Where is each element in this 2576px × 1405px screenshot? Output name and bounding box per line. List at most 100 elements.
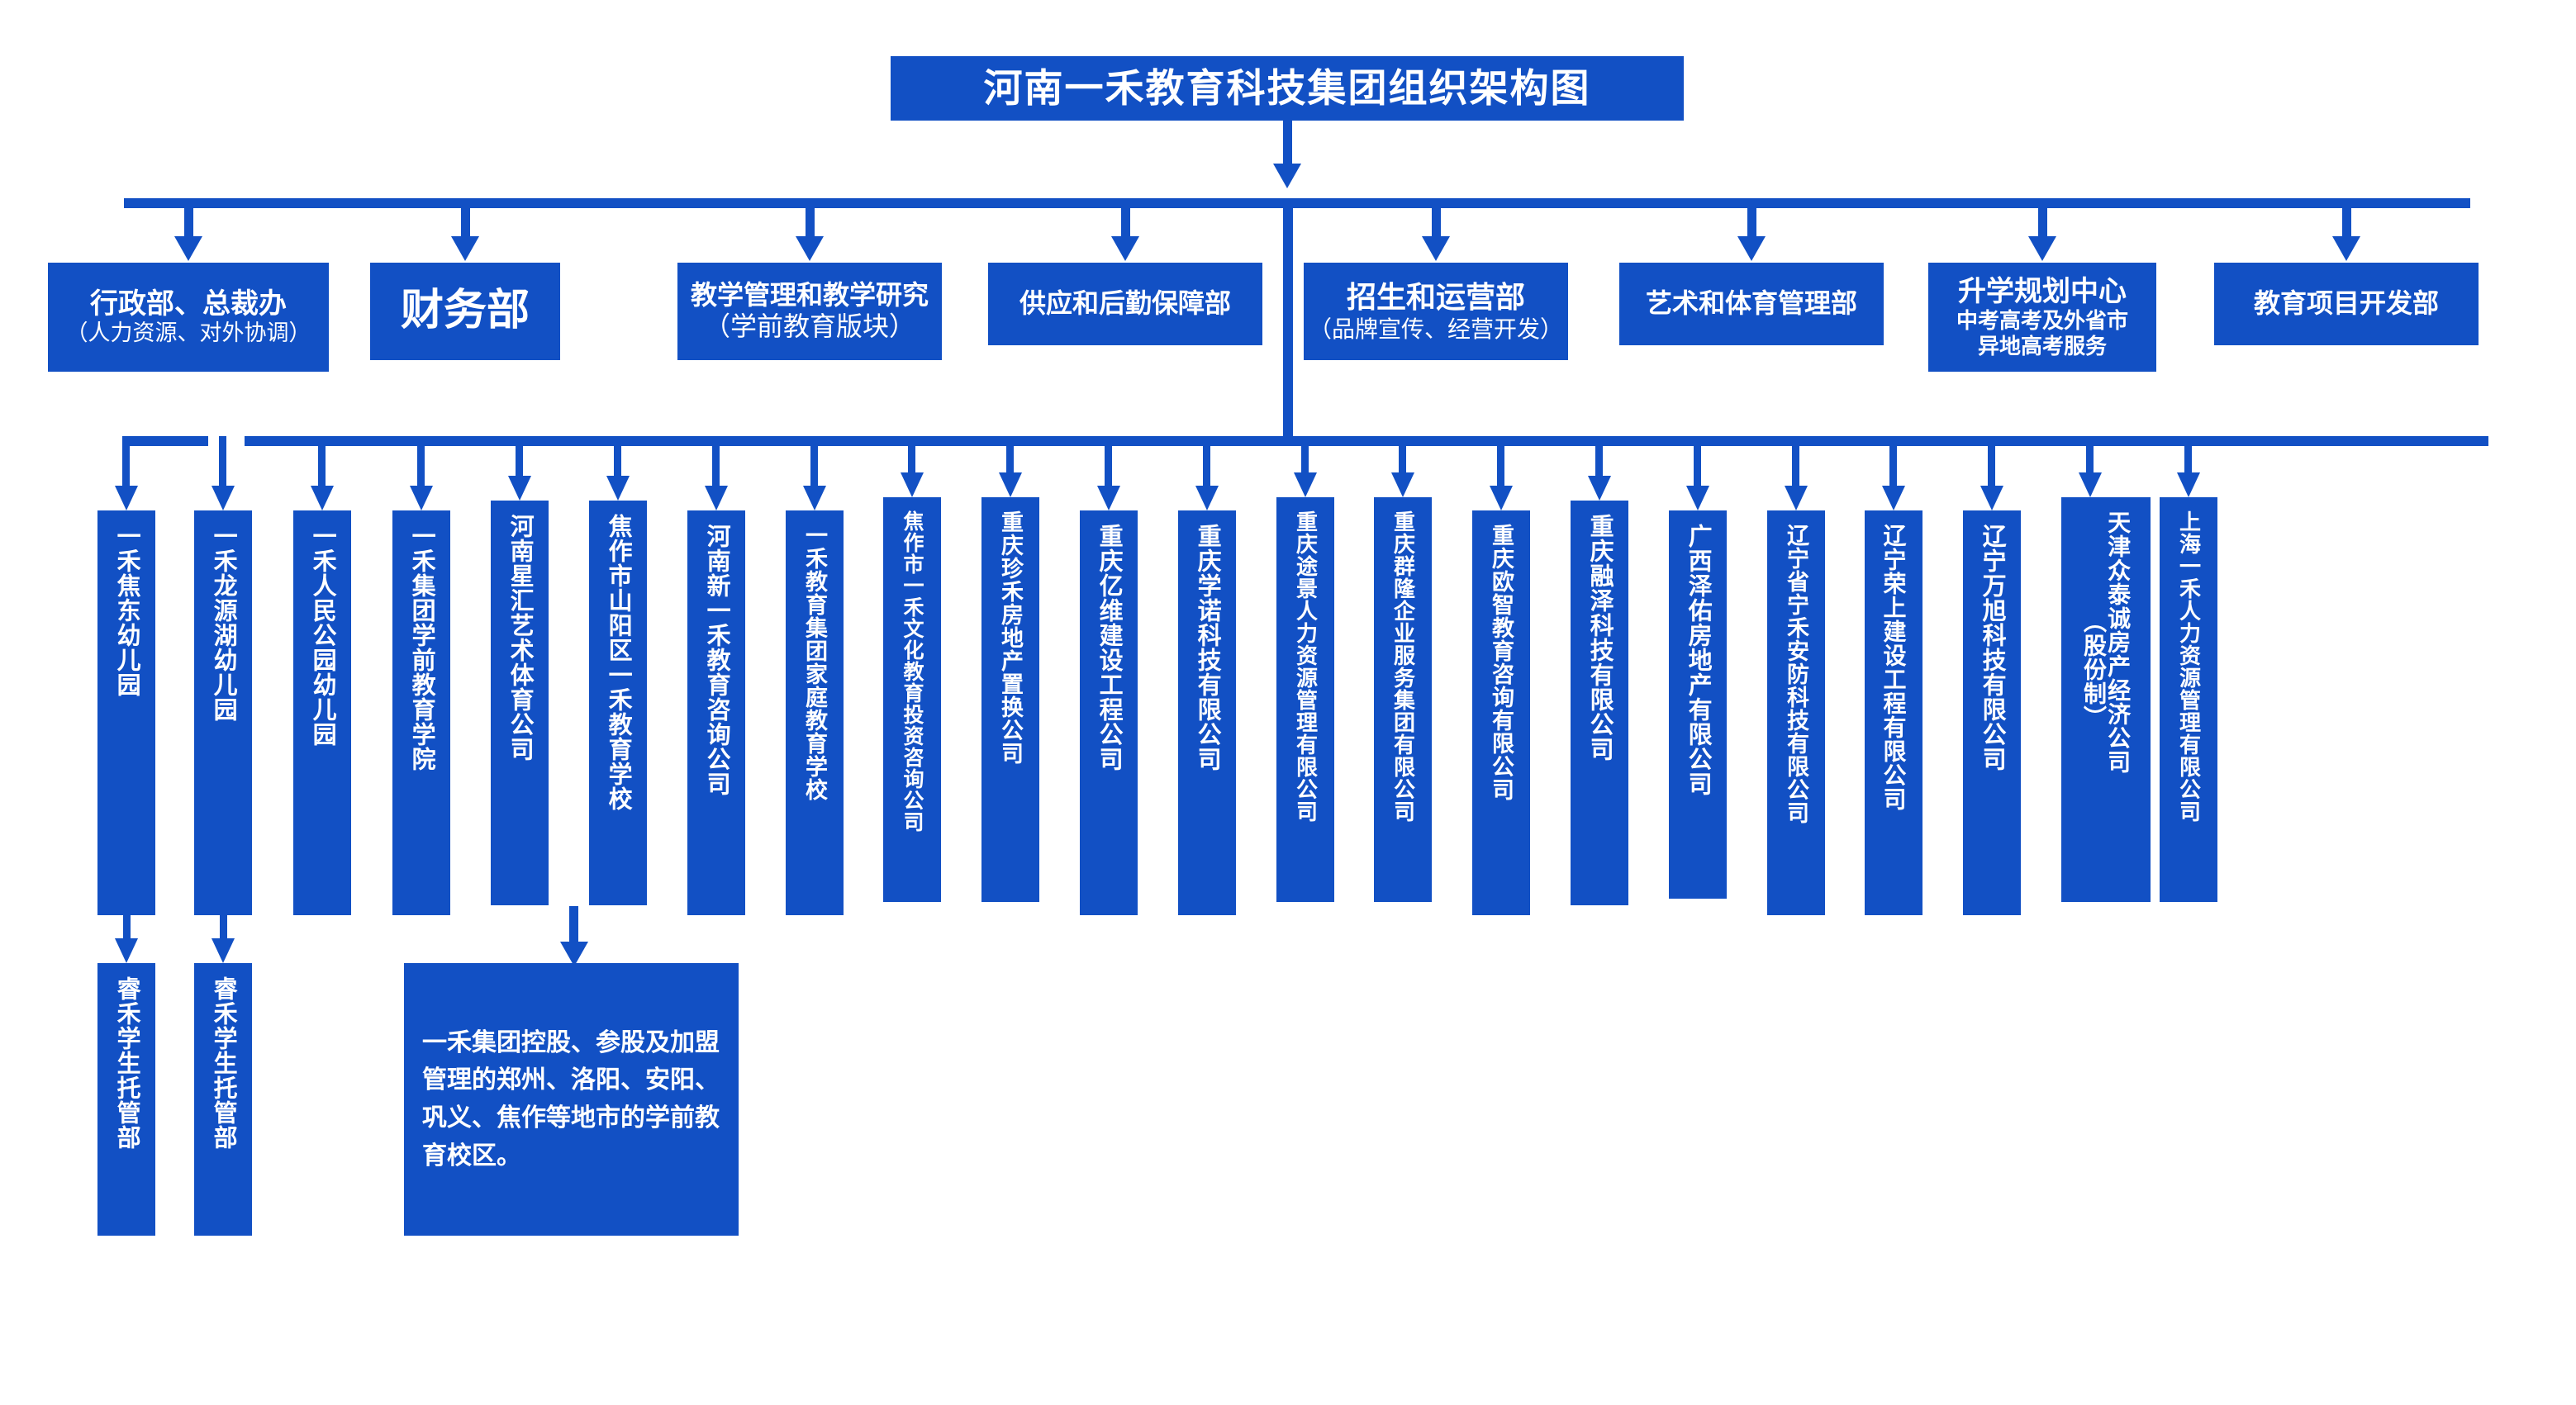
- subsidiary-box-13[interactable]: 重庆途景人力资源管理有限公司: [1276, 497, 1334, 902]
- subsidiary-arrowhead: [2177, 472, 2200, 497]
- main-spine: [1283, 198, 1293, 438]
- subsidiary-box-22[interactable]: 上海一禾人力资源管理有限公司: [2160, 497, 2217, 902]
- subsidiary-connector-stem: [1791, 436, 1799, 487]
- subsidiary-name: 重庆途景人力资源管理有限公司: [1293, 510, 1319, 823]
- subsidiary-box-21[interactable]: 天津众泰诚房产经济公司（股份制）: [2061, 497, 2151, 902]
- subsidiary-box-2[interactable]: 一禾龙源湖幼儿园: [194, 510, 252, 915]
- subsidiary-box-8[interactable]: 一禾教育集团家庭教育学校: [786, 510, 844, 915]
- department-name: 教育项目开发部: [2253, 288, 2439, 319]
- department-box-6[interactable]: 艺术和体育管理部: [1619, 263, 1884, 345]
- subsidiary-name: 河南星汇艺术体育公司: [506, 514, 534, 762]
- subsidiary-box-10[interactable]: 重庆珍禾房地产置换公司: [981, 497, 1039, 902]
- subsidiary-box-17[interactable]: 广西泽佑房地产有限公司: [1669, 510, 1727, 899]
- subsidiary-name-secondary: （股份制）: [2081, 610, 2107, 729]
- department-box-8[interactable]: 教育项目开发部: [2214, 263, 2479, 345]
- department-name: 招生和运营部: [1346, 280, 1525, 315]
- subsidiary-box-18[interactable]: 辽宁省宁禾安防科技有限公司: [1767, 510, 1825, 915]
- department-name: 供应和后勤保障部: [1019, 288, 1231, 319]
- subsidiary-name: 一禾人民公园幼儿园: [309, 524, 336, 747]
- subsidiary-arrowhead: [1294, 472, 1317, 497]
- department-connector-stem: [460, 198, 470, 238]
- subsidiary-connector-stem: [810, 436, 818, 487]
- subsidiary-name: 河南新一禾教育咨询公司: [703, 524, 730, 796]
- department-connector-stem: [2341, 198, 2351, 238]
- title-arrowhead: [1273, 164, 1301, 188]
- subsidiary-name: 重庆亿维建设工程公司: [1096, 524, 1123, 771]
- subsidiary-name: 天津众泰诚房产经济公司: [2105, 510, 2132, 774]
- department-box-7[interactable]: 升学规划中心中考高考及外省市 异地高考服务: [1928, 263, 2156, 372]
- note-box: 一禾集团控股、参股及加盟管理的郑州、洛阳、安阳、巩义、焦作等地市的学前教育校区。: [404, 963, 739, 1236]
- subsidiary-connector-stem: [1496, 436, 1504, 487]
- subsidiary-box-1[interactable]: 一禾焦东幼儿园: [97, 510, 155, 915]
- child-box-2[interactable]: 睿禾学生托管部: [194, 963, 252, 1236]
- subsidiary-name: 辽宁荣上建设工程有限公司: [1880, 524, 1907, 811]
- subsidiary-connector-stem: [907, 436, 915, 474]
- subsidiary-box-12[interactable]: 重庆学诺科技有限公司: [1178, 510, 1236, 915]
- child-arrowhead: [115, 938, 138, 963]
- subsidiary-arrowhead: [1882, 486, 1905, 510]
- subsidiary-arrowhead: [1980, 486, 2003, 510]
- subsidiary-connector-stem: [1693, 436, 1701, 487]
- subsidiary-connector-stem: [121, 436, 130, 487]
- subsidiary-name: 一禾龙源湖幼儿园: [210, 524, 237, 722]
- subsidiary-connector-stem: [2085, 436, 2094, 474]
- subsidiary-box-16[interactable]: 重庆融泽科技有限公司: [1571, 501, 1628, 905]
- subsidiary-box-19[interactable]: 辽宁荣上建设工程有限公司: [1865, 510, 1922, 915]
- subsidiary-connector-stem: [1202, 436, 1210, 487]
- department-name: 升学规划中心: [1958, 276, 2127, 308]
- subsidiary-connector-stem: [317, 436, 326, 487]
- subsidiary-box-15[interactable]: 重庆欧智教育咨询有限公司: [1472, 510, 1530, 915]
- subsidiary-name: 重庆群隆企业服务集团有限公司: [1390, 510, 1416, 823]
- department-arrowhead: [2028, 236, 2056, 261]
- subsidiary-name: 焦作市山阳区一禾教育学校: [605, 514, 632, 811]
- note-text: 一禾集团控股、参股及加盟管理的郑州、洛阳、安阳、巩义、焦作等地市的学前教育校区。: [422, 1028, 720, 1170]
- child-name: 睿禾学生托管部: [210, 976, 237, 1150]
- subsidiary-box-7[interactable]: 河南新一禾教育咨询公司: [687, 510, 745, 915]
- department-box-5[interactable]: 招生和运营部（品牌宣传、经营开发）: [1304, 263, 1568, 360]
- department-connector-stem: [1431, 198, 1441, 238]
- subsidiary-name: 辽宁省宁禾安防科技有限公司: [1784, 524, 1809, 824]
- subsidiary-name: 重庆融泽科技有限公司: [1586, 514, 1614, 762]
- child-box-1[interactable]: 睿禾学生托管部: [97, 963, 155, 1236]
- subsidiary-connector-stem: [1300, 436, 1309, 474]
- subsidiary-arrowhead: [1490, 486, 1513, 510]
- subsidiary-arrowhead: [1391, 472, 1414, 497]
- department-subtitle: 中考高考及外省市 异地高考服务: [1956, 308, 2128, 359]
- bus-line-notch: [208, 436, 245, 448]
- department-arrowhead: [1737, 236, 1766, 261]
- subsidiary-box-3[interactable]: 一禾人民公园幼儿园: [293, 510, 351, 915]
- subsidiary-box-9[interactable]: 焦作市一禾文化教育投资咨询公司: [883, 497, 941, 902]
- subsidiary-name: 焦作市一禾文化教育投资咨询公司: [901, 510, 924, 833]
- subsidiary-name: 重庆学诺科技有限公司: [1194, 524, 1221, 771]
- child-arrowhead: [211, 938, 235, 963]
- department-box-1[interactable]: 行政部、总裁办（人力资源、对外协调）: [48, 263, 329, 372]
- subsidiary-box-4[interactable]: 一禾集团学前教育学院: [392, 510, 450, 915]
- subsidiary-arrowhead: [1097, 486, 1120, 510]
- subsidiary-name: 上海一禾人力资源管理有限公司: [2176, 510, 2202, 823]
- department-name: 教学管理和教学研究: [690, 280, 929, 311]
- subsidiary-arrowhead: [1785, 486, 1808, 510]
- department-connector-stem: [1120, 198, 1130, 238]
- department-box-4[interactable]: 供应和后勤保障部: [988, 263, 1262, 345]
- subsidiary-connector-stem: [218, 436, 226, 487]
- subsidiary-box-11[interactable]: 重庆亿维建设工程公司: [1080, 510, 1138, 915]
- department-connector-stem: [2037, 198, 2047, 238]
- subsidiary-connector-stem: [1595, 436, 1603, 477]
- subsidiary-connector-stem: [1398, 436, 1406, 474]
- subsidiary-box-14[interactable]: 重庆群隆企业服务集团有限公司: [1374, 497, 1432, 902]
- department-box-3[interactable]: 教学管理和教学研究（学前教育版块）: [677, 263, 942, 360]
- title-stem: [1283, 121, 1292, 169]
- subsidiary-name: 辽宁万旭科技有限公司: [1979, 524, 2006, 771]
- department-box-2[interactable]: 财务部: [370, 263, 560, 360]
- department-arrowhead: [796, 236, 824, 261]
- department-connector-stem: [183, 198, 193, 238]
- department-subtitle: （学前教育版块）: [703, 311, 915, 341]
- subsidiary-arrowhead: [803, 486, 826, 510]
- subsidiary-box-5[interactable]: 河南星汇艺术体育公司: [491, 501, 549, 905]
- department-name: 财务部: [400, 287, 530, 335]
- subsidiary-arrowhead: [2079, 472, 2102, 497]
- subsidiary-connector-stem: [1889, 436, 1897, 487]
- subsidiary-name: 一禾焦东幼儿园: [113, 524, 140, 697]
- subsidiary-box-6[interactable]: 焦作市山阳区一禾教育学校: [589, 501, 647, 905]
- subsidiary-box-20[interactable]: 辽宁万旭科技有限公司: [1963, 510, 2021, 915]
